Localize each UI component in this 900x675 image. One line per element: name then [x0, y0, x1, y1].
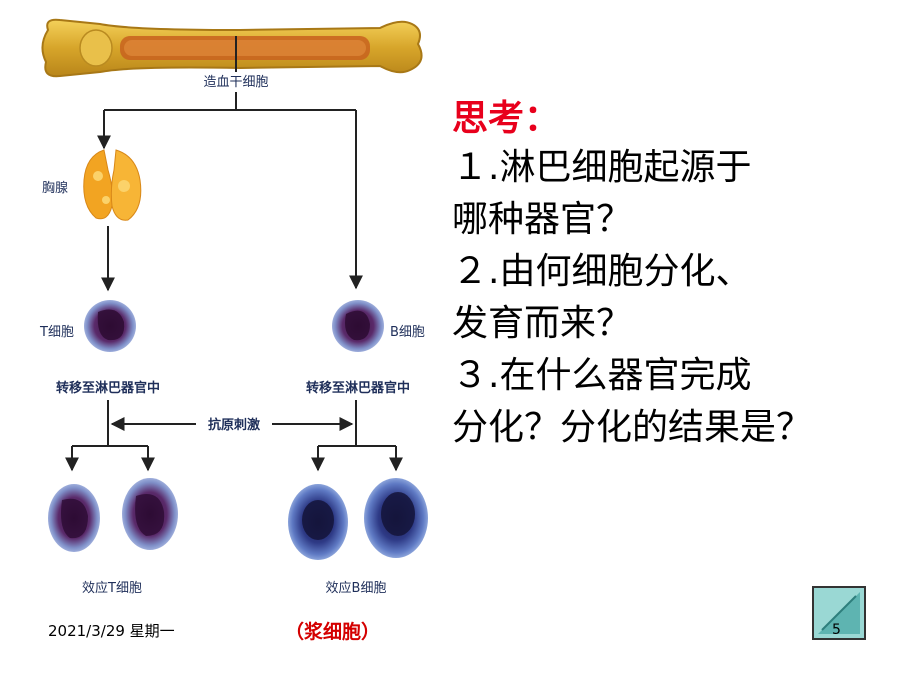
back-nav-button[interactable] — [812, 586, 866, 640]
question-1-line-1: １.淋巴细胞起源于 — [452, 147, 752, 188]
effector-b-cell-1 — [288, 484, 348, 560]
lymphocyte-diagram: 造血干细胞 胸腺 T细胞 B细胞 转移至淋巴器官中 转移至淋巴器官中 — [39, 18, 428, 596]
question-1-line-2: 哪种器官？ — [452, 199, 633, 240]
question-2-line-1: ２.由何细胞分化、 — [452, 251, 752, 292]
page-number: 5 — [832, 622, 841, 638]
migrate-right-label: 转移至淋巴器官中 — [306, 380, 410, 396]
effector-t-cell-2 — [122, 478, 178, 550]
plasma-cell-note: （浆细胞） — [285, 621, 381, 643]
bone-illustration — [41, 18, 423, 78]
thymus-illustration — [83, 149, 142, 221]
thymus-label: 胸腺 — [42, 181, 68, 196]
question-2-line-2: 发育而来？ — [452, 303, 633, 344]
stem-cell-label: 造血干细胞 — [203, 75, 268, 90]
migrate-left-label: 转移至淋巴器官中 — [56, 380, 160, 396]
question-3-line-1: ３.在什么器官完成 — [452, 355, 752, 396]
question-3-line-2: 分化？分化的结果是？ — [452, 407, 813, 448]
effector-t-label: 效应T细胞 — [82, 580, 142, 596]
effector-t-cell-1 — [48, 484, 100, 552]
effector-b-label: 效应B细胞 — [326, 580, 387, 596]
antigen-label: 抗原刺激 — [208, 417, 261, 433]
t-cell-illustration — [84, 300, 136, 352]
effector-b-cell-2 — [364, 478, 428, 558]
b-cell-illustration — [332, 300, 384, 352]
b-cell-label: B细胞 — [390, 325, 425, 340]
t-cell-label: T细胞 — [39, 325, 74, 340]
think-title: 思考： — [452, 98, 561, 139]
footer-date: 2021/3/29 星期一 — [48, 622, 175, 640]
think-questions: 思考： １.淋巴细胞起源于 哪种器官？ ２.由何细胞分化、 发育而来？ ３.在什… — [452, 96, 892, 454]
